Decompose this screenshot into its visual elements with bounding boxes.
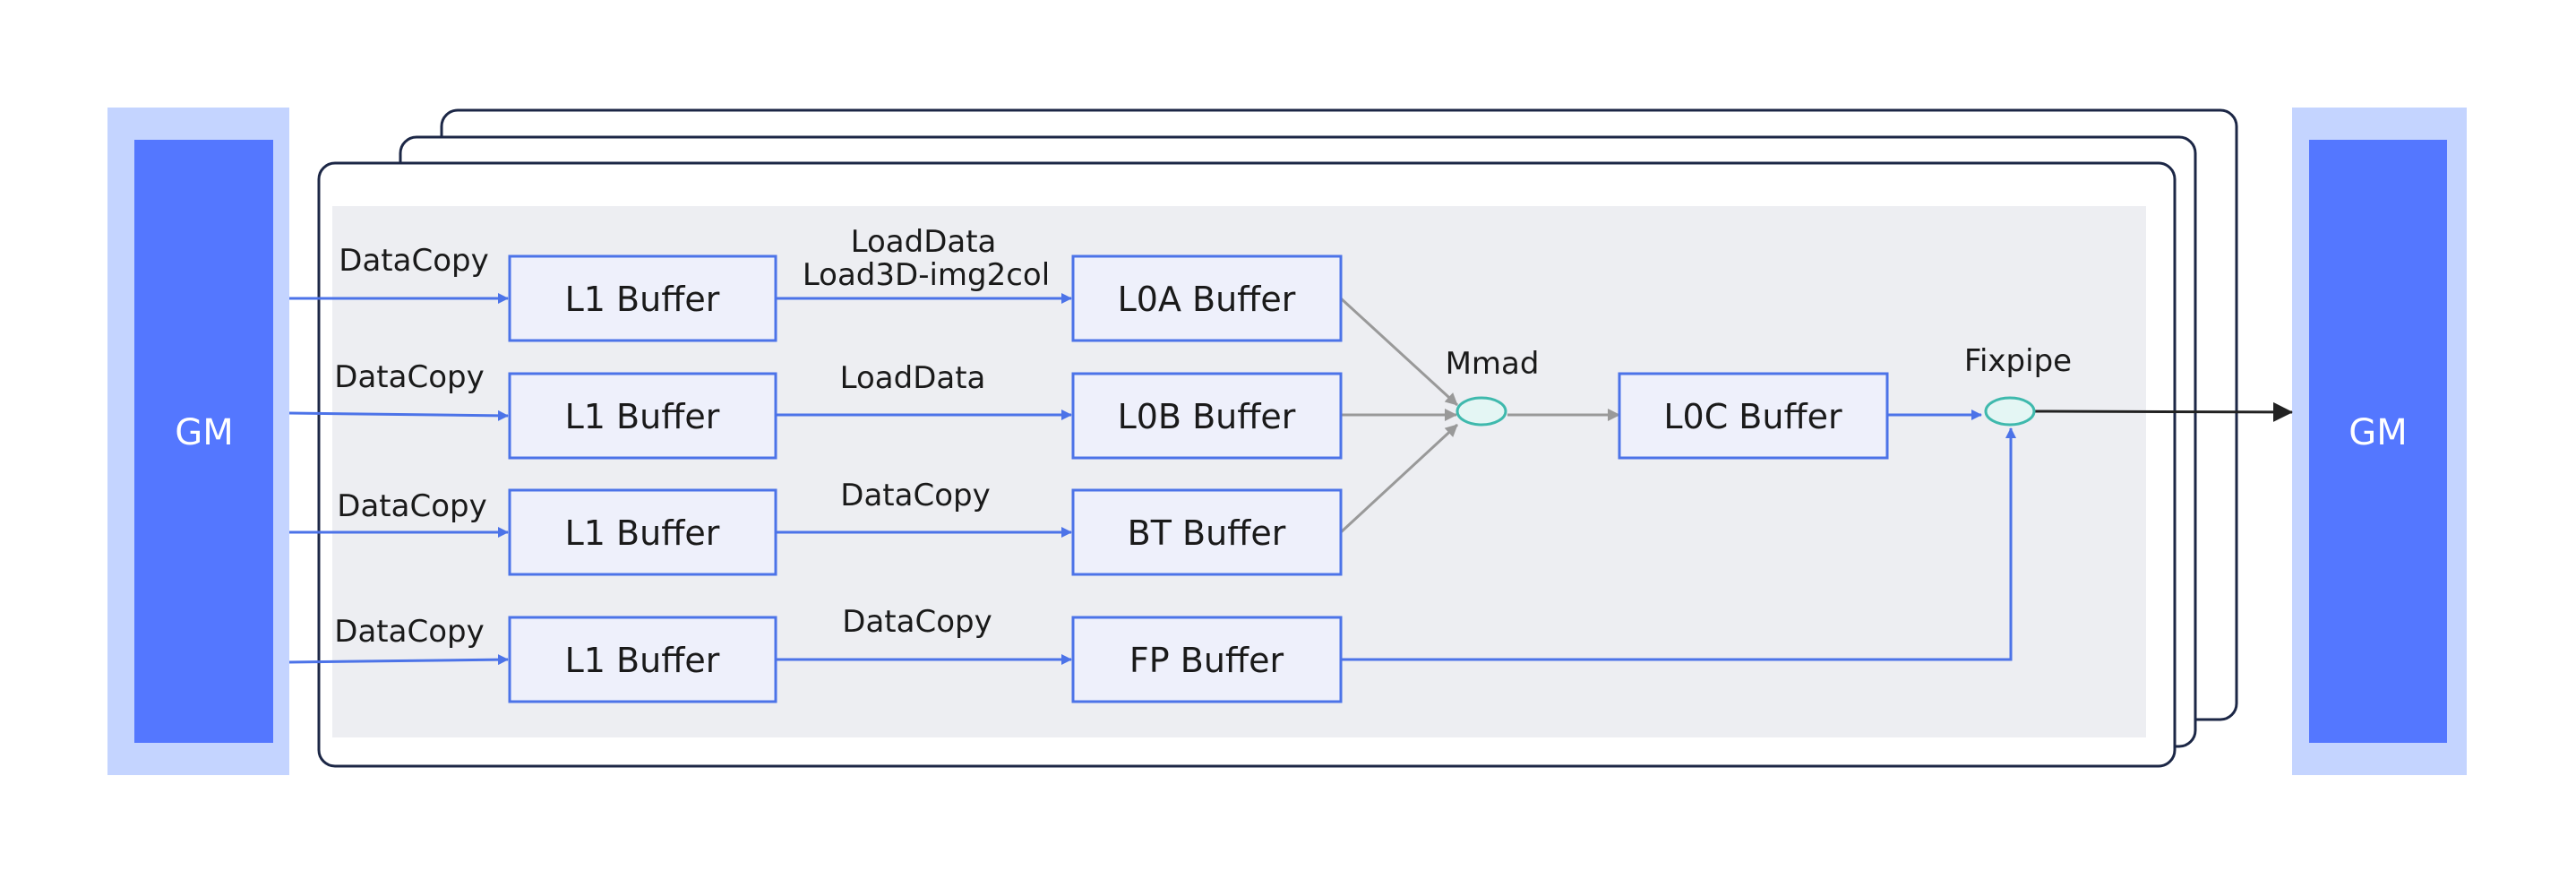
l1-buffer-0-label: L1 Buffer: [565, 280, 720, 319]
edge-label-l1-l0a-line2: Load3D-img2col: [803, 257, 1050, 293]
l1-buffer-1-label: L1 Buffer: [565, 397, 720, 436]
l1-buffer-3: L1 Buffer: [508, 616, 777, 703]
fixpipe-input-arrows: [1341, 410, 2016, 661]
fp-buffer-label: FP Buffer: [1129, 641, 1284, 680]
l0b-buffer: L0B Buffer: [1071, 372, 1343, 460]
fixpipe-label: Fixpipe: [1964, 343, 2072, 379]
mmad-input-arrows: [1339, 297, 1620, 534]
l0a-buffer-label: L0A Buffer: [1118, 280, 1296, 319]
edge-label-gm-l1-0: DataCopy: [339, 243, 488, 279]
bt-buffer: BT Buffer: [1071, 488, 1343, 576]
edge-label-l1-fp: DataCopy: [842, 604, 992, 640]
l1-to-l0-arrows: [776, 293, 1072, 665]
edge-label-gm-l1-2: DataCopy: [337, 488, 486, 524]
fp-buffer: FP Buffer: [1071, 616, 1343, 703]
l1-buffer-2: L1 Buffer: [508, 488, 777, 576]
mmad-label: Mmad: [1446, 346, 1540, 382]
gm-to-l1-arrows: [288, 293, 509, 666]
gm-right-label: GM: [2348, 412, 2408, 453]
fixpipe-to-gm-arrow: [2034, 401, 2293, 422]
edge-label-l1-l0a-line1: LoadData: [851, 224, 997, 260]
edge-label-gm-l1-1: DataCopy: [334, 359, 484, 395]
gm-left-label: GM: [175, 412, 234, 453]
l0c-buffer: L0C Buffer: [1618, 372, 1889, 460]
l1-buffer-3-label: L1 Buffer: [565, 641, 720, 680]
l0c-buffer-label: L0C Buffer: [1663, 397, 1842, 436]
l1-buffer-2-label: L1 Buffer: [565, 513, 720, 553]
l1-buffer-1: L1 Buffer: [508, 372, 777, 460]
l1-buffer-0: L1 Buffer: [508, 254, 777, 342]
edge-label-l1-bt: DataCopy: [840, 478, 990, 513]
gm-left: GM: [107, 108, 289, 775]
mmad-node: [1455, 396, 1507, 427]
bt-buffer-label: BT Buffer: [1128, 513, 1286, 553]
fixpipe-node: [1984, 396, 2036, 427]
l0b-buffer-label: L0B Buffer: [1118, 397, 1296, 436]
l0a-buffer: L0A Buffer: [1071, 254, 1343, 342]
edge-label-gm-l1-3: DataCopy: [334, 614, 484, 650]
edge-label-l1-l0b: LoadData: [840, 360, 986, 396]
gm-right: GM: [2292, 108, 2467, 775]
